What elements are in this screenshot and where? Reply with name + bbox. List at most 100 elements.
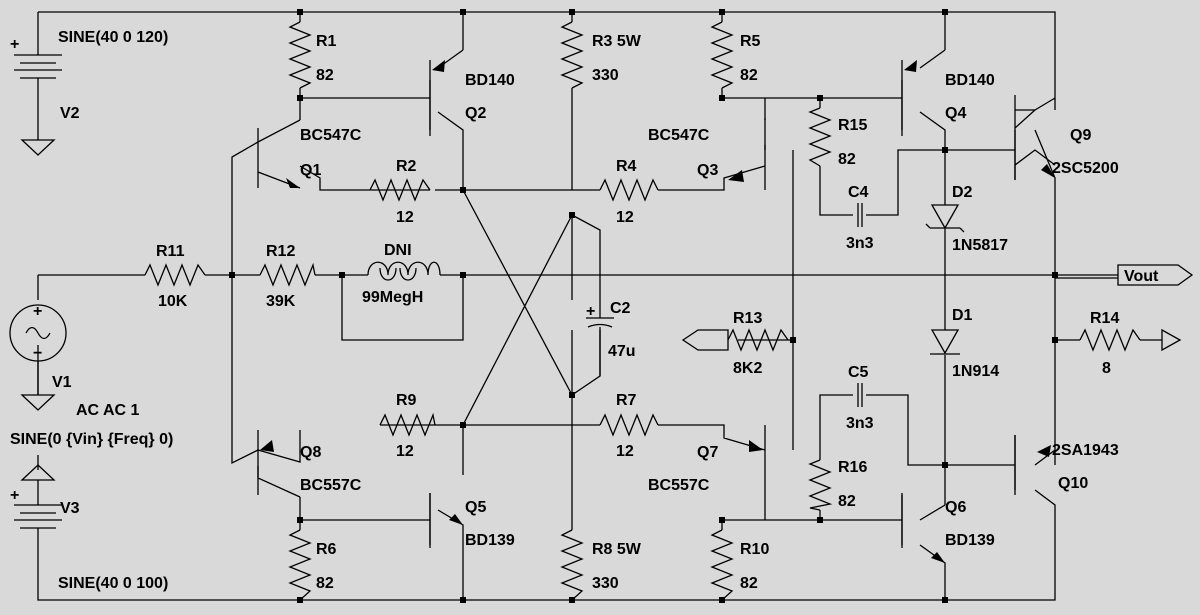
resistor-name: R6 [316,541,337,558]
transistor-name: Q7 [697,444,718,461]
polarity-plus: + [586,303,595,320]
polarity-minus: − [33,345,42,362]
resistor-value: 82 [838,151,856,168]
polarity-plus: + [10,487,19,504]
transistor-q3[interactable]: BC547C Q3 [648,118,766,190]
resistor-name: R10 [740,541,769,558]
diode-d2[interactable]: D2 1N5817 [925,184,1008,254]
source-name: V2 [60,105,80,122]
resistor-value: 330 [592,67,619,84]
resistor-value: 12 [396,443,414,460]
transistor-model: BD140 [945,72,995,89]
resistor-value: 82 [316,67,334,84]
polarity-plus: + [10,36,19,53]
transistor-model: BD139 [945,532,995,549]
junction-dots [229,9,1058,603]
capacitor-name: C4 [848,184,869,201]
diode-name: D1 [952,307,973,324]
resistor-r7[interactable]: R7 12 [599,392,659,460]
transistor-name: Q3 [697,162,718,179]
resistor-r2[interactable]: R2 12 [369,158,431,226]
resistor-value: 82 [740,575,758,592]
resistor-r13[interactable]: R13 8K2 [681,310,789,377]
transistor-q2[interactable]: BD140 Q2 [429,60,515,136]
transistor-q8[interactable]: Q8 BC557C [257,430,362,495]
transistor-model: BC547C [300,127,362,144]
source-v2[interactable]: + SINE(40 0 120) V2 [10,29,168,156]
resistor-r9[interactable]: R9 12 [379,392,436,460]
diode-name: D2 [952,184,973,201]
resistor-r6[interactable]: R6 82 [288,529,337,601]
resistor-name: R12 [266,243,295,260]
resistor-r11[interactable]: R11 10K [144,243,206,310]
inductor-dni[interactable]: DNI 99MegH [362,242,441,306]
resistor-value: 8K2 [733,360,762,377]
transistor-q4[interactable]: BD140 Q4 [901,60,995,136]
diode-d1[interactable]: D1 1N914 [930,307,999,380]
transistor-name: Q9 [1070,127,1091,144]
resistor-name: R8 5W [592,541,642,558]
capacitor-value: 3n3 [846,235,874,252]
diode-model: 1N5817 [952,237,1008,254]
transistor-name: Q8 [300,444,321,461]
resistor-r5[interactable]: R5 82 [710,21,761,89]
resistor-name: R11 [156,243,185,260]
transistor-q7[interactable]: Q7 BC557C [648,425,766,495]
transistor-model: BC547C [648,127,710,144]
port-vout[interactable]: Vout [1117,264,1194,286]
resistor-r14[interactable]: R14 8 [1079,310,1182,377]
port-label: Vout [1124,268,1159,285]
resistor-r4[interactable]: R4 12 [599,158,659,226]
transistor-q6[interactable]: Q6 BD139 [901,493,995,563]
transistor-model: 2SC5200 [1052,160,1119,177]
source-v1[interactable]: + − V1 AC AC 1 SINE(0 {Vin} {Freq} 0) [9,303,173,448]
resistor-value: 82 [316,575,334,592]
transistor-model: BD139 [465,532,515,549]
transistor-model: BD140 [465,72,515,89]
resistor-value: 39K [266,293,296,310]
transistor-q9[interactable]: Q9 2SC5200 [1014,95,1119,180]
transistor-q10[interactable]: 2SA1943 Q10 [1014,435,1119,495]
source-v3[interactable]: + V3 SINE(40 0 100) [10,464,168,592]
capacitor-value: 3n3 [846,415,874,432]
resistor-r16[interactable]: R16 82 [808,459,867,511]
resistor-name: R7 [616,392,637,409]
resistor-value: 82 [740,67,758,84]
resistor-value: 12 [616,209,634,226]
transistor-q1[interactable]: BC547C Q1 [257,119,362,189]
resistor-r15[interactable]: R15 82 [808,107,867,168]
resistor-value: 12 [616,443,634,460]
transistor-model: 2SA1943 [1052,442,1119,459]
resistor-name: R3 5W [592,33,642,50]
resistor-value: 10K [158,293,188,310]
resistor-name: R5 [740,33,761,50]
transistor-q5[interactable]: Q5 BD139 [429,493,515,549]
capacitor-c2[interactable]: + C2 47u [586,300,636,376]
source-name: V3 [60,500,80,517]
capacitor-c5[interactable]: C5 3n3 [846,364,874,432]
resistor-r3[interactable]: R3 5W 330 [560,21,642,89]
transistor-name: Q6 [945,499,966,516]
capacitor-value: 47u [608,343,636,360]
resistor-name: R4 [616,158,637,175]
resistor-r12[interactable]: R12 39K [259,243,316,310]
resistor-name: R9 [396,392,417,409]
resistor-value: 12 [396,209,414,226]
resistor-r10[interactable]: R10 82 [710,529,769,601]
resistor-value: 8 [1102,360,1111,377]
resistor-value: 330 [592,575,619,592]
transistor-name: Q10 [1058,475,1088,492]
transistor-model: BC557C [648,477,710,494]
resistor-name: R15 [838,117,867,134]
transistor-name: Q4 [945,105,966,122]
resistor-name: R1 [316,33,337,50]
source-value-ac: AC AC 1 [76,402,140,419]
transistor-name: Q2 [465,105,486,122]
resistor-r8[interactable]: R8 5W 330 [560,529,642,601]
capacitor-name: C2 [610,300,631,317]
transistor-model: BC557C [300,477,362,494]
capacitor-c4[interactable]: C4 3n3 [846,184,874,252]
capacitor-name: C5 [848,364,869,381]
resistor-r1[interactable]: R1 82 [288,21,337,89]
